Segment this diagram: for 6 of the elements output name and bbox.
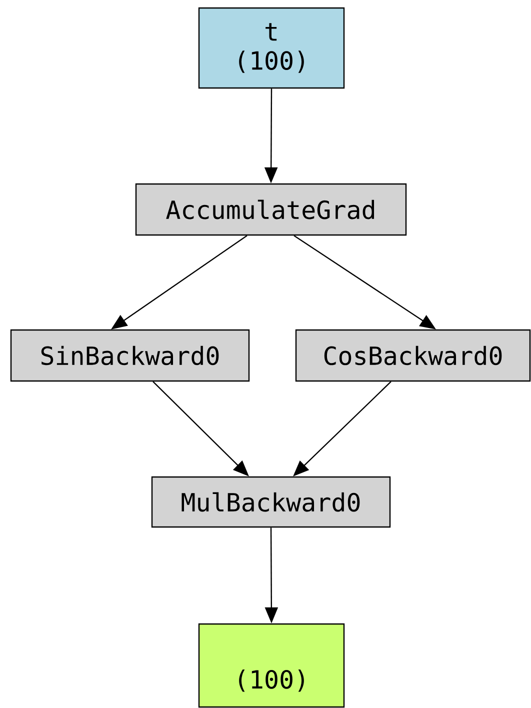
function-box: MulBackward0: [151, 476, 391, 528]
function-box: CosBackward0: [295, 329, 531, 382]
tensor-box: t (100): [198, 7, 345, 89]
function-box: SinBackward0: [10, 329, 250, 382]
output-box: (100): [198, 623, 345, 708]
function-box: AccumulateGrad: [135, 183, 407, 236]
